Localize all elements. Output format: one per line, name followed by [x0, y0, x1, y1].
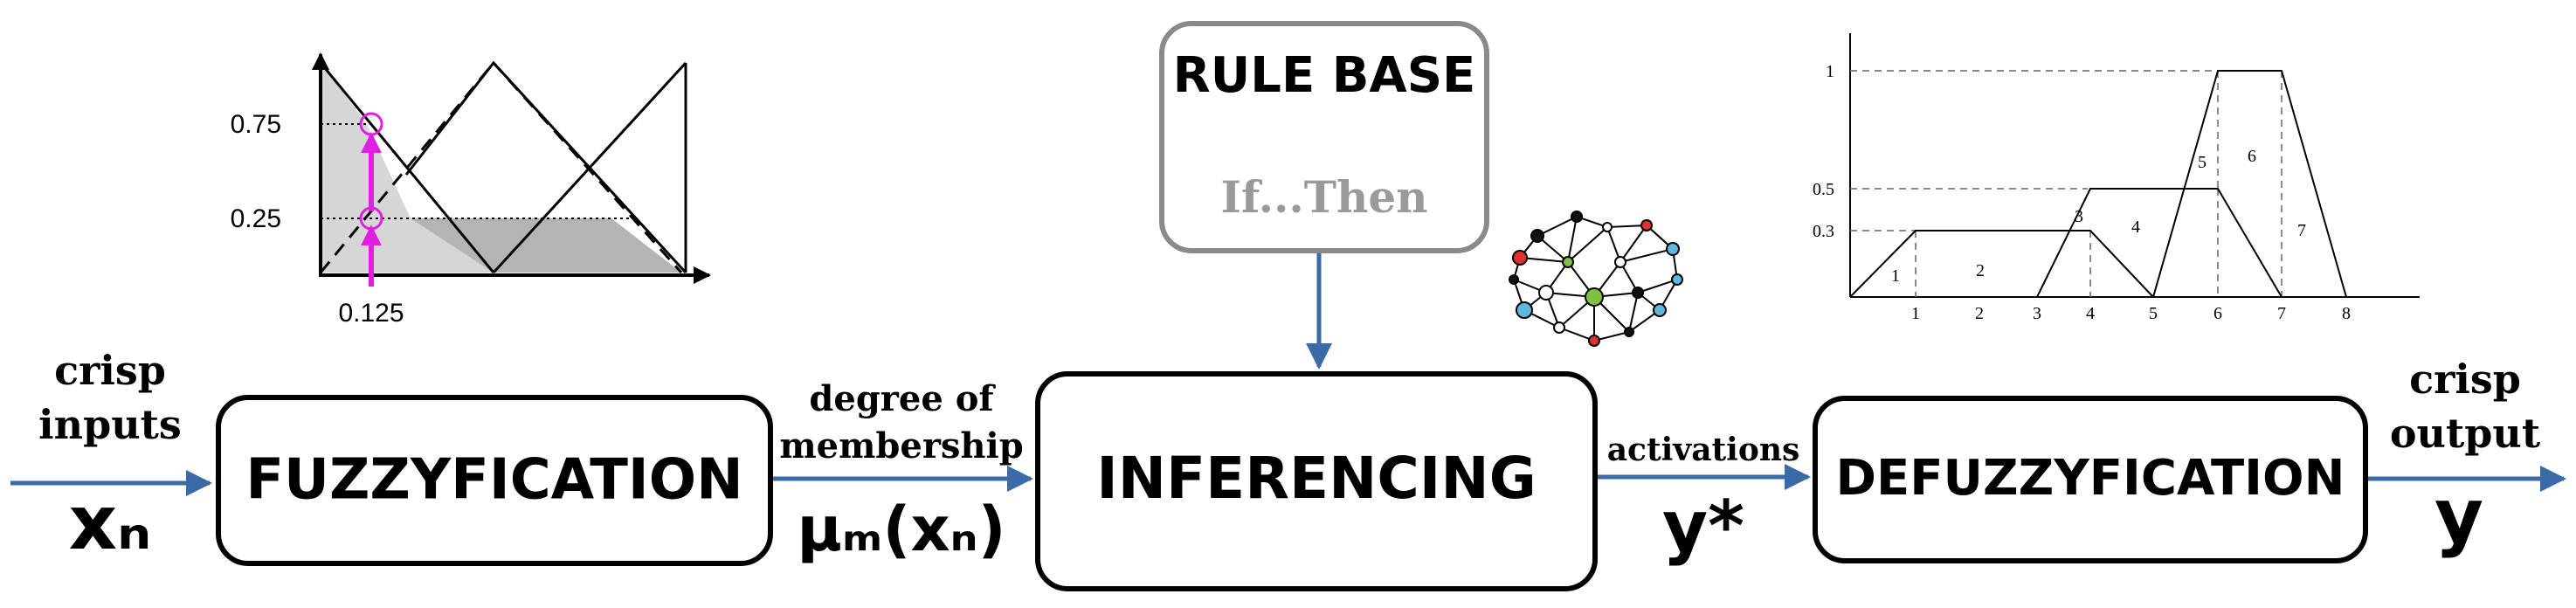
crisp-output-line1: crisp: [2409, 356, 2521, 403]
defuzzification-label: DEFUZZYFICATION: [1836, 450, 2345, 507]
degree-of-label: degree of: [809, 378, 996, 419]
output-xtick-8: 8: [2342, 304, 2351, 323]
membership-tri-4: [492, 61, 687, 274]
membership-shade-dark: [411, 218, 681, 273]
xn-label: xₙ: [69, 480, 152, 567]
crisp-inputs-line1: crisp: [54, 347, 166, 394]
output-ytick-03: 0.3: [1813, 222, 1834, 241]
membership-ytick-025: 0.25: [231, 204, 281, 233]
output-ytick-1: 1: [1826, 62, 1834, 81]
rule-base-sublabel: If...Then: [1220, 171, 1427, 223]
output-ytick-05: 0.5: [1813, 180, 1834, 199]
output-shape-c: [2152, 70, 2347, 298]
output-chart: 1 0.5 0.3 1 2 3 4 5 6 7 8 1 2 3 4 5 6 7: [1813, 33, 2420, 323]
magenta-circle-025: [359, 206, 383, 231]
fuzzification-box: FUZZYFICATION: [216, 395, 773, 566]
output-region-6: 6: [2248, 147, 2256, 166]
fuzzification-label: FUZZYFICATION: [245, 448, 742, 513]
output-xtick-1: 1: [1911, 304, 1920, 323]
output-xtick-2: 2: [1975, 304, 1984, 323]
output-region-2: 2: [1976, 261, 1985, 280]
ystar-label: y*: [1662, 486, 1744, 567]
brain-network-icon: [1509, 211, 1683, 347]
crisp-inputs-line2: inputs: [38, 401, 182, 448]
output-shape-b: [2036, 188, 2282, 298]
rule-base-label: RULE BASE: [1173, 47, 1476, 104]
defuzzification-box: DEFUZZYFICATION: [1813, 396, 2368, 563]
rule-base-box: RULE BASE If...Then: [1159, 21, 1489, 253]
output-region-1: 1: [1891, 266, 1900, 286]
y-label: y: [2434, 473, 2483, 560]
membership-xtick-0125: 0.125: [338, 299, 404, 328]
output-xtick-5: 5: [2149, 304, 2158, 323]
inferencing-box: INFERENCING: [1035, 371, 1598, 591]
membership-chart: 0.75 0.25 0.125: [231, 52, 711, 328]
inferencing-label: INFERENCING: [1096, 445, 1537, 512]
output-xtick-4: 4: [2086, 304, 2095, 323]
output-region-5: 5: [2198, 153, 2207, 172]
membership-tri-1: [319, 62, 495, 273]
output-region-7: 7: [2297, 221, 2306, 240]
crisp-output-line2: output: [2390, 410, 2541, 457]
membership-tri-5: [492, 61, 683, 274]
output-region-3: 3: [2075, 207, 2083, 226]
output-shape-a: [1849, 230, 2154, 298]
output-xtick-7: 7: [2277, 304, 2286, 323]
membership-label: membership: [779, 425, 1023, 466]
membership-ytick-075: 0.75: [231, 110, 281, 139]
output-xtick-3: 3: [2033, 304, 2041, 323]
output-xtick-6: 6: [2213, 304, 2222, 323]
flow-arrows: [10, 251, 2566, 496]
mu-label: μₘ(xₙ): [798, 494, 1006, 565]
activations-label: activations: [1607, 432, 1800, 468]
magenta-circle-075: [359, 112, 383, 136]
output-region-4: 4: [2131, 218, 2140, 237]
